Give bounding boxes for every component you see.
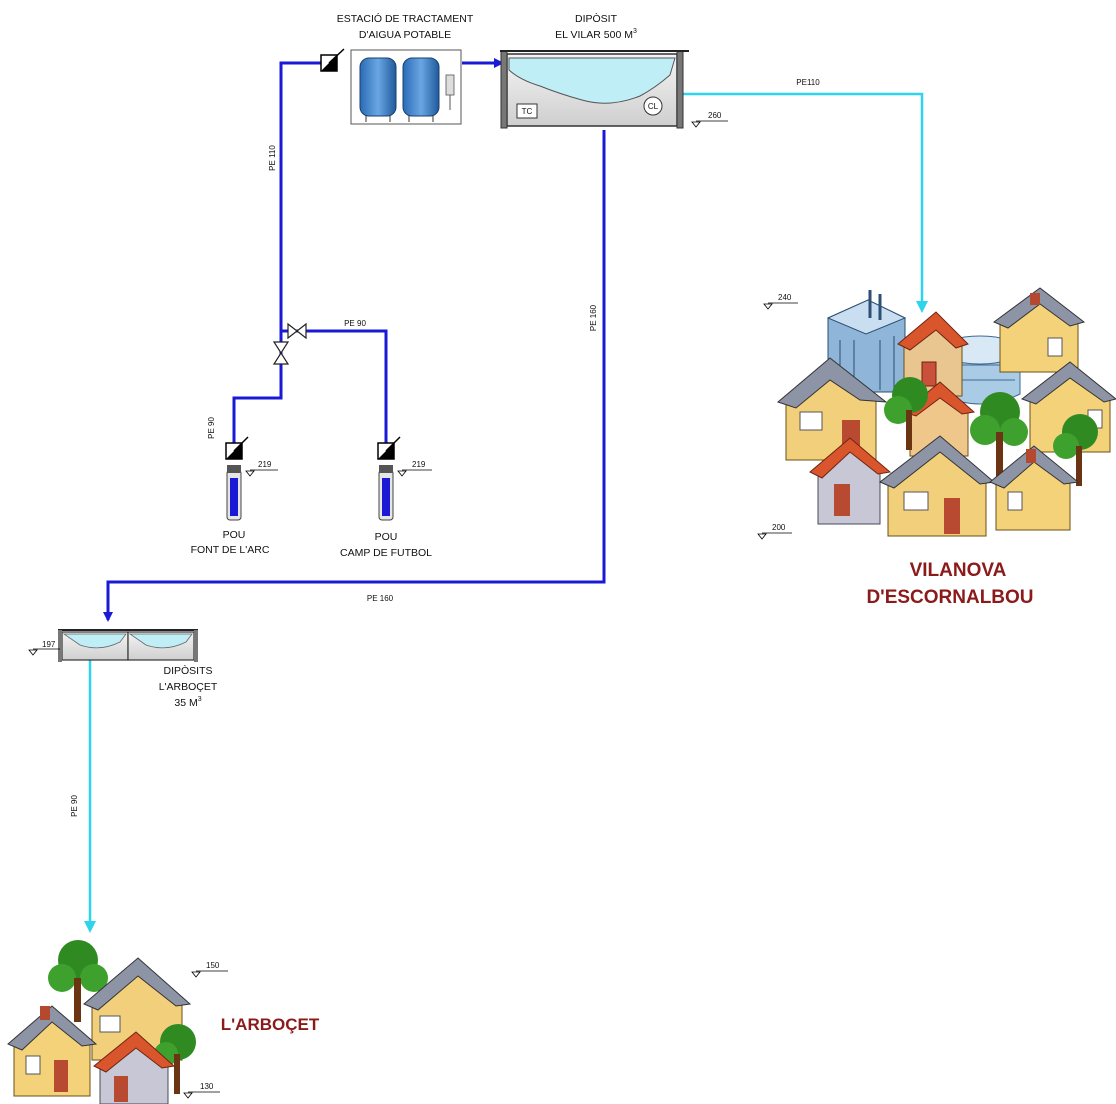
- house-icon: [776, 357, 888, 461]
- level-marker-well1: [245, 469, 278, 477]
- pipe-well1-up: [232, 61, 322, 458]
- treatment-label-line2: D'AIGUA POTABLE: [359, 29, 451, 41]
- pipe-pe110-vilanova: [683, 92, 928, 313]
- main-pipes: [103, 58, 606, 622]
- level-marker-arbocet-bottom: [183, 1091, 220, 1099]
- tree-icon: [48, 940, 108, 1022]
- arbocet-tanks[interactable]: [58, 629, 198, 662]
- pipe-pe90-to-well2: [281, 329, 388, 445]
- house-icon: [93, 1031, 176, 1104]
- well2-label-line2: CAMP DE FUTBOL: [340, 547, 432, 559]
- level-marker-vilanova-top: [763, 302, 798, 310]
- vilanova-level-bottom: 200: [772, 523, 786, 532]
- distribution-pipes: [84, 92, 928, 933]
- town-arbocet-illustration: [7, 940, 196, 1104]
- house-icon: [879, 435, 996, 537]
- house-icon: [7, 1005, 98, 1097]
- well2-level: 219: [412, 460, 426, 469]
- valve-vertical[interactable]: [272, 341, 290, 365]
- house-icon: [993, 287, 1086, 373]
- tank-cl-tag: CL: [648, 102, 659, 111]
- well1-label-line2: FONT DE L'ARC: [191, 544, 270, 556]
- tree-icon: [1053, 414, 1098, 486]
- level-marker-arbocet-top: [191, 970, 228, 978]
- town-label-vilanova-line1: VILANOVA: [910, 560, 1007, 581]
- treatment-station[interactable]: [350, 49, 462, 125]
- level-marker-main-tank: [691, 120, 728, 128]
- arbocet-tank-label-line3: 35 M3: [174, 696, 201, 709]
- arbocet-level-bottom: 130: [200, 1082, 214, 1091]
- arbocet-tank-level: 197: [42, 640, 56, 649]
- valve-horizontal[interactable]: [287, 322, 307, 340]
- well1-level: 219: [258, 460, 272, 469]
- pipe-pe160: [103, 130, 606, 622]
- main-tank-level: 260: [708, 111, 722, 120]
- vilanova-level-top: 240: [778, 293, 792, 302]
- well-font-de-larc[interactable]: [226, 465, 242, 521]
- pipe-label-pe90-well: PE 90: [207, 417, 216, 439]
- arbocet-level-top: 150: [206, 961, 220, 970]
- pipe-label-pe90-horizontal: PE 90: [344, 319, 366, 328]
- arbocet-tank-label-line1: DIPÒSITS: [163, 664, 212, 677]
- tank-tc-tag: TC: [522, 107, 533, 116]
- house-icon: [897, 311, 969, 397]
- pump-icon-treatment: [320, 48, 345, 72]
- office-building-icon: [826, 290, 907, 393]
- well-camp-de-futbol[interactable]: [378, 465, 394, 521]
- main-tank-el-vilar[interactable]: [500, 50, 689, 129]
- tree-icon: [884, 377, 928, 450]
- house-icon: [83, 957, 192, 1061]
- pump-icon-well2: [377, 436, 401, 460]
- well2-label-line1: POU: [375, 531, 398, 543]
- well1-label-line1: POU: [223, 529, 246, 541]
- level-marker-vilanova-bottom: [757, 532, 792, 540]
- town-label-vilanova-line2: D'ESCORNALBOU: [866, 587, 1033, 608]
- main-tank-label-line2: EL VILAR 500 M3: [555, 28, 637, 41]
- pipe-label-pe160-horizontal: PE 160: [367, 594, 394, 603]
- house-icon: [809, 437, 892, 525]
- town-vilanova-illustration: [776, 287, 1116, 537]
- main-tank-label-line1: DIPÒSIT: [575, 12, 618, 25]
- pipe-label-pe110-top: PE110: [796, 78, 820, 87]
- town-label-arbocet: L'ARBOÇET: [221, 1015, 320, 1034]
- pipe-label-pe110-vertical: PE 110: [268, 145, 277, 171]
- pipe-label-pe90-arbocet: PE 90: [70, 795, 79, 817]
- level-marker-arbocet-tanks: [28, 648, 60, 656]
- treatment-label-line1: ESTACIÓ DE TRACTAMENT: [337, 12, 474, 25]
- pipe-label-pe160-vertical: PE 160: [589, 304, 598, 331]
- arbocet-tank-label-line2: L'ARBOÇET: [159, 681, 218, 693]
- tree-icon: [970, 392, 1028, 478]
- pump-icon-well1: [225, 436, 249, 460]
- level-marker-well2: [397, 469, 432, 477]
- house-icon: [989, 445, 1080, 531]
